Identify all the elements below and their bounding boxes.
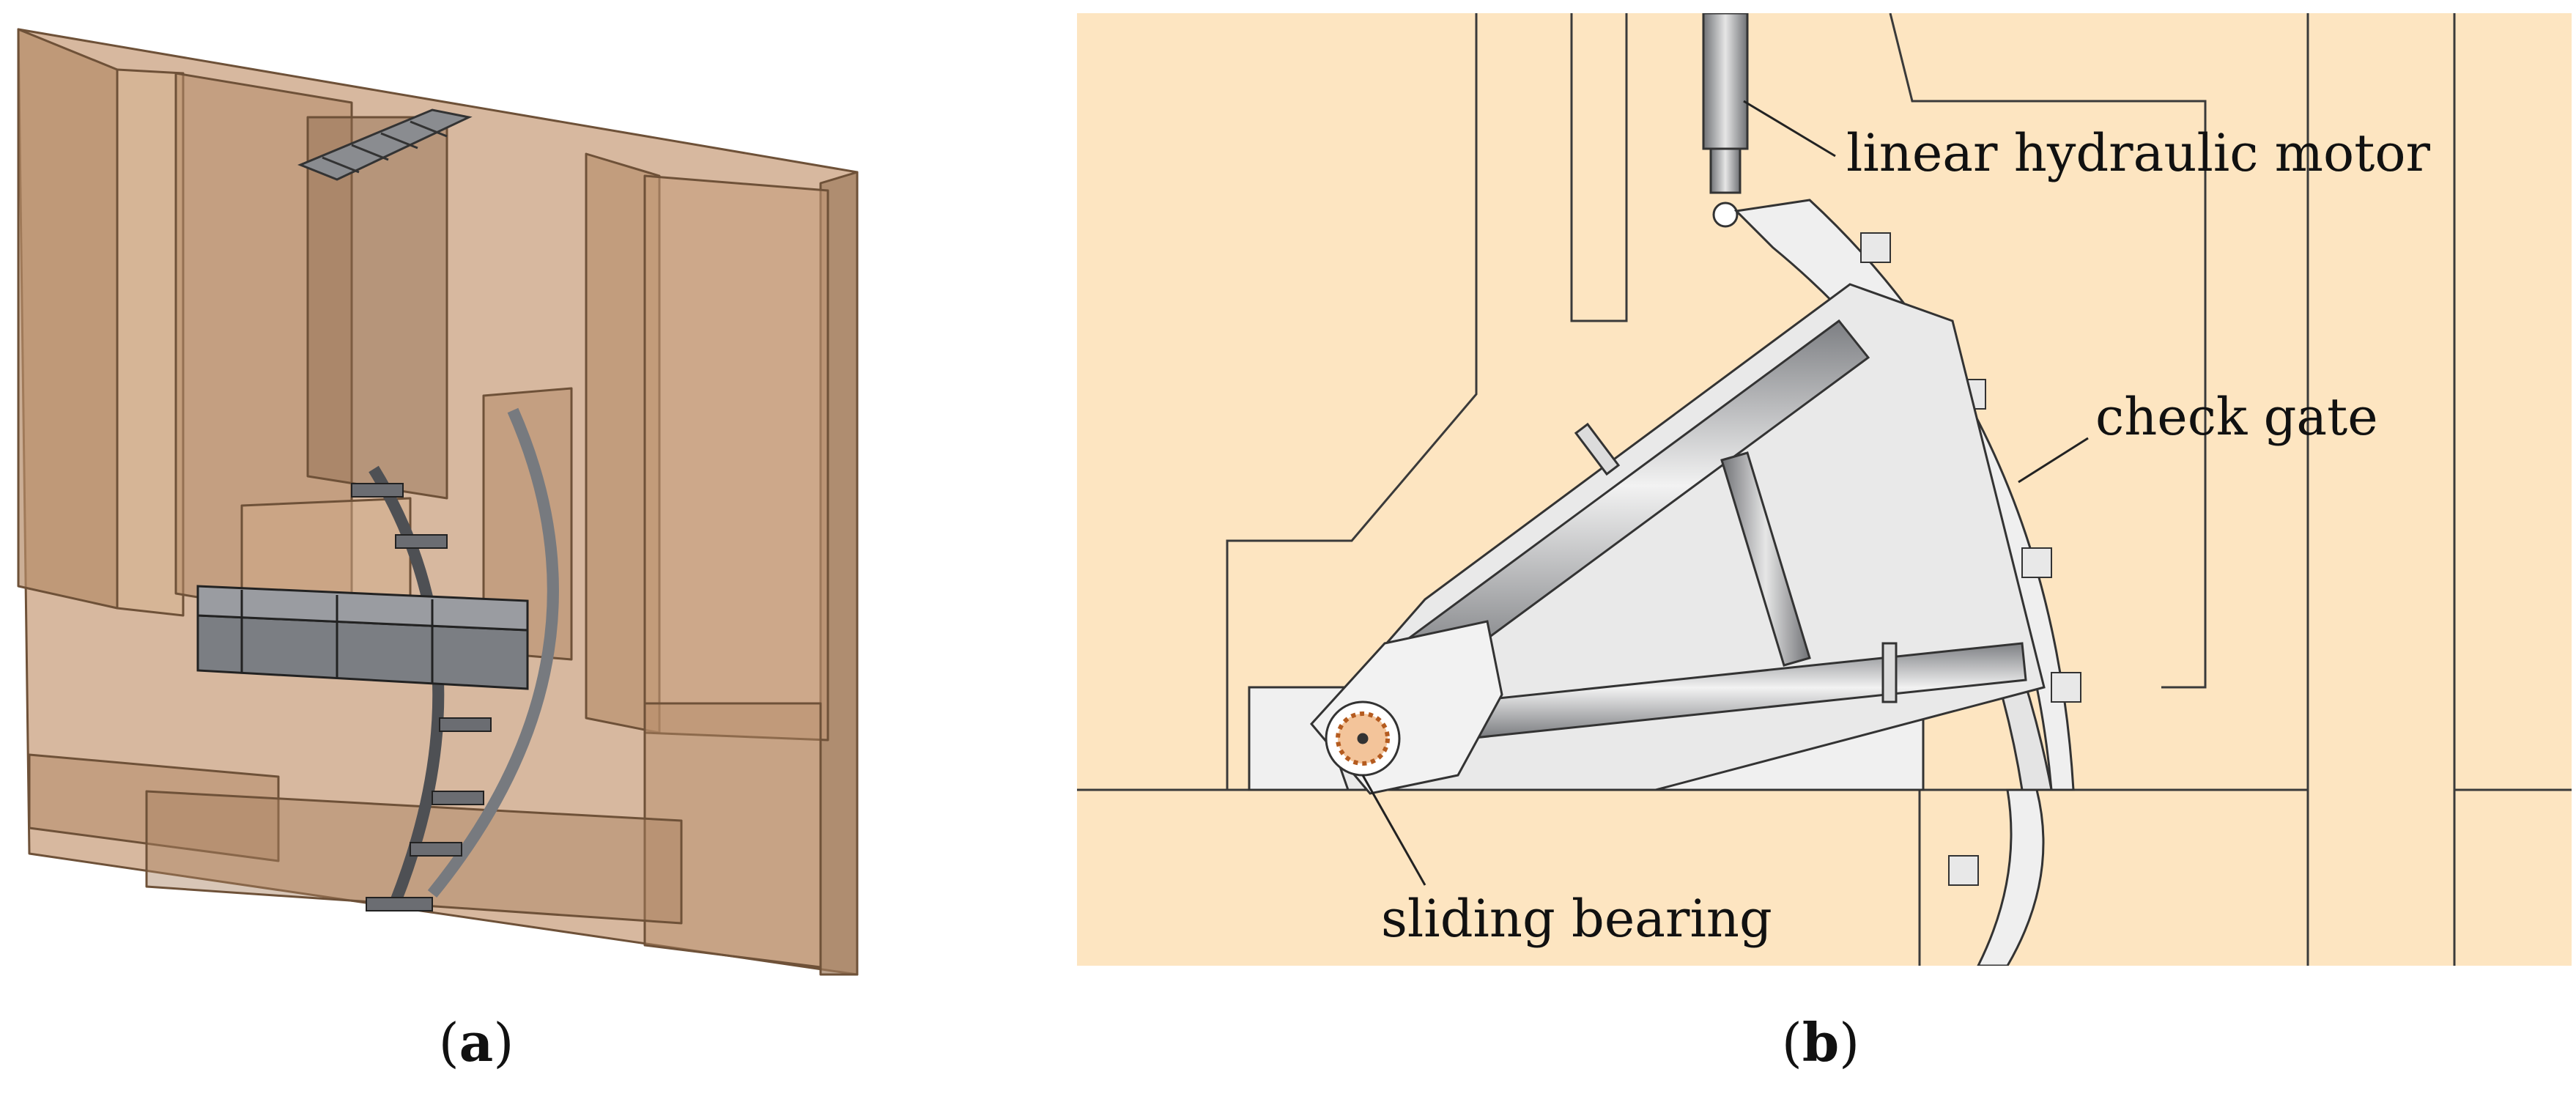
panel-a-svg bbox=[17, 28, 859, 976]
panel-a-3d-view bbox=[0, 0, 945, 996]
trunnion-girder-3d bbox=[196, 585, 529, 690]
hoist-frame bbox=[297, 108, 473, 181]
svg-text:check gate: check gate bbox=[2095, 387, 2378, 447]
label-check-gate: check gate bbox=[2018, 387, 2378, 484]
bearing-hub bbox=[1310, 620, 1503, 795]
svg-text:linear hydraulic motor: linear hydraulic motor bbox=[1846, 123, 2430, 183]
label-linear-hydraulic-motor: linear hydraulic motor bbox=[1743, 100, 2430, 183]
label-sliding-bearing: sliding bearing bbox=[1361, 774, 1772, 949]
panel-b-svg: linear hydraulic motor check gate slidin… bbox=[1077, 12, 2572, 967]
caption-b: (b) bbox=[1781, 1011, 1860, 1073]
lower-arm bbox=[1427, 642, 2027, 744]
caption-a: (a) bbox=[438, 1011, 514, 1073]
strut bbox=[1720, 451, 1811, 667]
concrete-block bbox=[17, 28, 859, 976]
svg-text:sliding bearing: sliding bearing bbox=[1381, 889, 1772, 949]
hydraulic-cylinder bbox=[1702, 12, 1749, 228]
panel-b-section-view: linear hydraulic motor check gate slidin… bbox=[1077, 12, 2572, 967]
